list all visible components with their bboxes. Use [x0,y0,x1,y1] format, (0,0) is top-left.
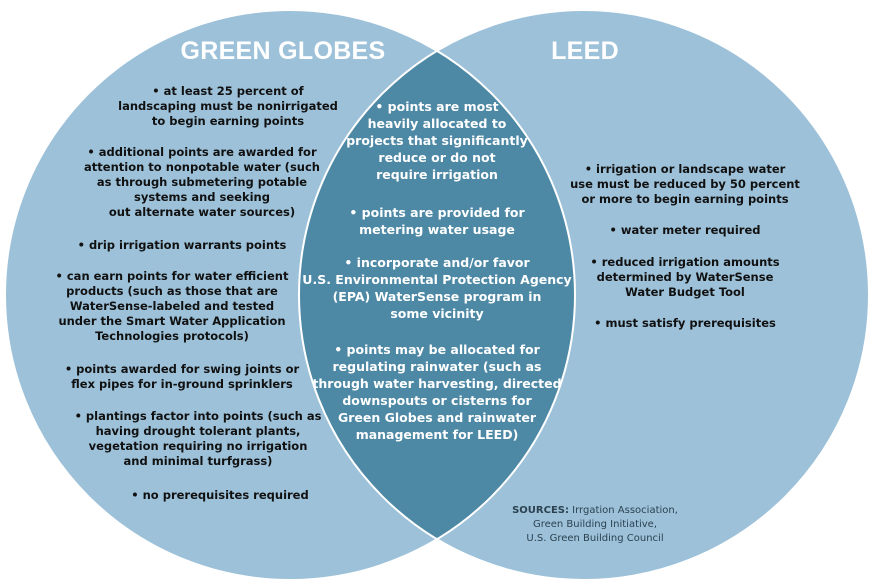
shared-item-1: • points are most heavily allocated to p… [346,99,528,182]
leed-title: LEED [551,37,619,65]
leed-item-2: • water meter required [609,223,761,237]
gg-item-1: • at least 25 percent of landscaping mus… [118,84,338,128]
gg-item-5: • points awarded for swing joints or fle… [64,362,300,391]
sources-line-1: SOURCES: Irrgation Association, [490,504,700,518]
gg-item-4: • can earn points for water efficient pr… [55,269,289,343]
shared-item-4: • points may be allocated for regulating… [312,342,562,442]
overlap-region [299,10,575,580]
green-globes-title: GREEN GLOBES [180,37,386,65]
gg-item-7: • no prerequisites required [131,488,309,502]
gg-item-6: • plantings factor into points (such as … [74,409,322,468]
sources-line-3: U.S. Green Building Council [526,533,664,544]
sources-note: SOURCES: Irrgation Association, Green Bu… [490,504,700,546]
leed-item-1: • irrigation or landscape water use must… [570,162,800,206]
sources-label: SOURCES: [512,505,569,516]
gg-item-3: • drip irrigation warrants points [77,238,287,252]
leed-item-4: • must satisfy prerequisites [594,316,776,330]
sources-line-2: Green Building Initiative, [532,519,658,530]
shared-item-3: • incorporate and/or favor U.S. Environm… [302,255,572,321]
sources-line-1-text: Irrgation Association, [568,505,678,516]
gg-item-2: • additional points are awarded for atte… [84,145,320,219]
leed-circle-border [298,9,870,581]
green-globes-circle-border [4,9,576,581]
leed-item-3: • reduced irrigation amounts determined … [590,255,780,299]
shared-item-2: • points are provided for metering water… [349,205,525,237]
